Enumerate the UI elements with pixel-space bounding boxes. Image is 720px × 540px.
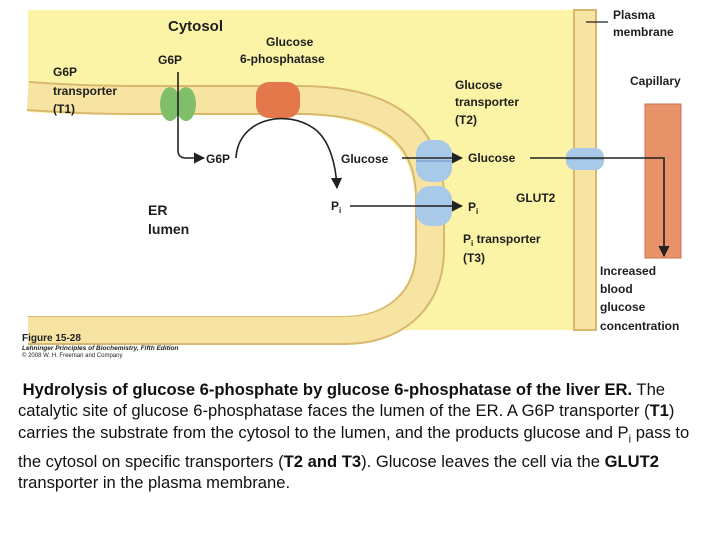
caption-t1: T1: [649, 401, 669, 421]
label-increased-4: concentration: [600, 319, 679, 333]
label-er-lumen-2: lumen: [148, 221, 189, 237]
label-increased-2: blood: [600, 282, 633, 296]
label-glucose-6-phosphatase-1: Glucose: [266, 35, 314, 49]
label-er-lumen-1: ER: [148, 202, 167, 218]
label-g6p-top: G6P: [158, 53, 182, 67]
er-membrane-fill: [27, 83, 443, 343]
caption-glut2: GLUT2: [604, 451, 659, 471]
caption-text-5: transporter in the plasma membrane.: [18, 472, 291, 492]
caption-text-2: ) carries the substrate from the cytosol…: [18, 401, 675, 442]
label-glucose-6-phosphatase-2: 6-phosphatase: [240, 52, 325, 66]
label-g6p-transporter-3: (T1): [53, 102, 75, 116]
figure-copyright: © 2008 W. H. Freeman and Company: [22, 353, 123, 359]
caption-title: Hydrolysis of glucose 6-phosphate by glu…: [22, 380, 633, 399]
label-cytosol: Cytosol: [168, 18, 223, 35]
label-plasma-membrane-1: Plasma: [613, 8, 655, 22]
g6p-transporter-t1-right: [176, 87, 196, 121]
label-plasma-membrane-2: membrane: [613, 25, 674, 39]
caption-text-3: pass to the cytosol on specific transpor…: [18, 422, 690, 471]
label-pi-transporter-t3: (T3): [463, 251, 485, 265]
label-g6p-transporter-1: G6P: [53, 65, 77, 79]
label-glucose-transporter-3: (T2): [455, 113, 477, 127]
label-pi-transporter: Pi transporter: [463, 232, 541, 248]
label-glucose-lumen: Glucose: [341, 152, 389, 166]
caption: Hydrolysis of glucose 6-phosphate by glu…: [18, 379, 708, 493]
label-glucose-transporter-2: transporter: [455, 95, 519, 109]
label-pi-lumen: Pi: [331, 199, 341, 215]
diagram: Cytosol Plasma membrane G6P Glucose 6-ph…: [26, 8, 682, 345]
caption-sub-i: i: [628, 433, 632, 446]
arrow-enzyme-reaction: [235, 117, 343, 190]
arrow-g6p-in: [177, 72, 206, 164]
figure-number: Figure 15-28: [22, 333, 81, 344]
capillary-vessel: [644, 103, 682, 259]
label-glucose-cytosol: Glucose: [468, 151, 516, 165]
arrow-glucose-to-blood: [530, 157, 670, 258]
label-g6p-lumen: G6P: [206, 152, 230, 166]
label-increased-1: Increased: [600, 264, 656, 278]
caption-t2t3: T2 and T3: [283, 451, 362, 471]
glucose-6-phosphatase-enzyme: [256, 82, 300, 118]
label-capillary: Capillary: [630, 74, 681, 88]
caption-text-4: ). Glucose leaves the cell via the: [361, 451, 605, 471]
label-pi-cytosol: Pi: [468, 200, 478, 216]
label-increased-3: glucose: [600, 300, 646, 314]
label-glut2: GLUT2: [516, 191, 556, 205]
label-glucose-transporter-1: Glucose: [455, 78, 503, 92]
figure-book: Lehninger Principles of Biochemistry, Fi…: [22, 345, 179, 352]
g6p-transporter-t1-left: [160, 87, 180, 121]
figure-credit: Figure 15-28 Lehninger Principles of Bio…: [22, 333, 179, 359]
er-lumen: [28, 112, 415, 316]
label-g6p-transporter-2: transporter: [53, 84, 117, 98]
caption-text-1: The catalytic site of glucose 6-phosphat…: [18, 380, 666, 421]
